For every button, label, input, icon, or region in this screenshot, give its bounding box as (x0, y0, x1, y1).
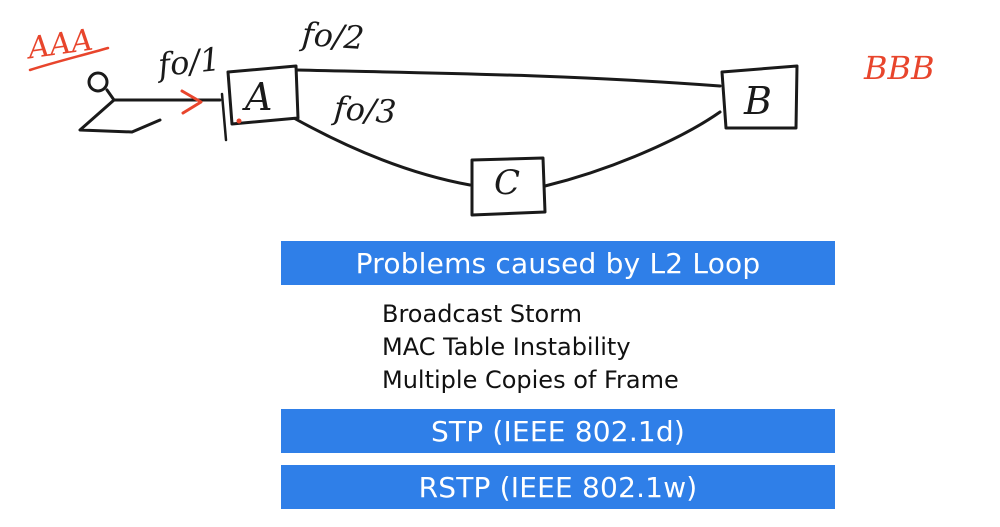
host-label-bbb: BBB (864, 49, 935, 87)
switch-a-box (226, 64, 300, 126)
stp-banner: STP (IEEE 802.1d) (281, 409, 835, 453)
switch-a-label: A (245, 75, 273, 119)
host-user-icon (78, 71, 222, 134)
host-body (78, 88, 222, 134)
port-tick-a (220, 92, 228, 142)
aaa-underline (28, 46, 110, 72)
problem-list: Broadcast Storm MAC Table Instability Mu… (382, 298, 679, 397)
red-dot (236, 118, 242, 124)
problem-item: Multiple Copies of Frame (382, 366, 679, 394)
switch-c-label: C (494, 163, 521, 203)
link-a-b (295, 68, 722, 88)
problems-banner-text: Problems caused by L2 Loop (355, 246, 761, 280)
host-label-aaa: AAA (25, 22, 96, 67)
port-label-fo2: fo/2 (300, 14, 366, 58)
stp-banner-text: STP (IEEE 802.1d) (430, 414, 686, 448)
port-label-fo3: fo/3 (332, 88, 398, 132)
switch-c-box (470, 156, 547, 217)
link-a-c (290, 115, 472, 187)
problem-item: MAC Table Instability (382, 333, 631, 361)
switch-b-label: B (744, 79, 772, 123)
port-label-fo1: fo/1 (156, 39, 223, 85)
red-arrow-icon (180, 89, 203, 115)
link-c-b (543, 110, 722, 188)
rstp-banner-text: RSTP (IEEE 802.1w) (418, 470, 698, 504)
problems-banner: Problems caused by L2 Loop (281, 241, 835, 285)
host-head (87, 71, 109, 93)
network-sketch (28, 46, 799, 217)
switch-b-box (720, 64, 799, 130)
rstp-banner: RSTP (IEEE 802.1w) (281, 465, 835, 509)
problem-item: Broadcast Storm (382, 300, 583, 328)
